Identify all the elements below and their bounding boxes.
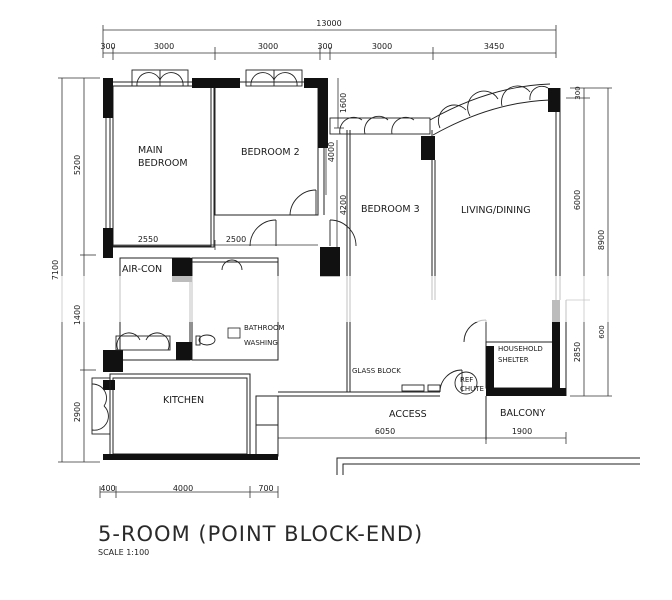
label-glass-block: GLASS BLOCK xyxy=(352,367,401,375)
label-refuse-1: REF xyxy=(460,376,473,384)
label-bedroom-2: BEDROOM 2 xyxy=(241,147,300,158)
dim-right-6000: 6000 xyxy=(573,190,582,210)
stove-icon xyxy=(227,327,241,339)
scan-glare-band xyxy=(0,276,672,322)
dim-left-2900: 2900 xyxy=(73,402,82,422)
label-washing: WASHING xyxy=(244,339,278,347)
dim-left-overall: 7100 xyxy=(51,260,60,280)
dim-inner-2500: 2500 xyxy=(226,235,246,244)
thick-walls xyxy=(103,78,566,460)
dim-inner-2550: 2550 xyxy=(138,235,158,244)
dimension-lines xyxy=(58,25,612,498)
dim-inner-4200: 4200 xyxy=(339,195,348,215)
toilet-icon xyxy=(195,334,216,346)
label-shelter: SHELTER xyxy=(498,356,529,364)
dim-bottom-4000: 4000 xyxy=(173,484,193,493)
dim-top-seg-1: 300 xyxy=(100,42,115,51)
dim-left-5200: 5200 xyxy=(73,155,82,175)
windows xyxy=(91,69,551,435)
dim-top-seg-6: 3450 xyxy=(484,42,504,51)
label-living-dining: LIVING/DINING xyxy=(461,205,531,216)
dim-bottom-1900: 1900 xyxy=(512,427,532,436)
label-aircon: AIR-CON xyxy=(122,264,162,275)
label-main-bedroom-1: MAIN xyxy=(138,145,163,156)
label-bathroom: BATHROOM xyxy=(244,324,285,332)
label-household: HOUSEHOLD xyxy=(498,345,543,353)
dim-right-bracket: 600 xyxy=(598,325,606,338)
plan-title: 5-ROOM (POINT BLOCK-END) xyxy=(98,522,424,546)
label-access: ACCESS xyxy=(389,409,427,420)
label-bedroom-3: BEDROOM 3 xyxy=(361,204,420,215)
label-balcony: BALCONY xyxy=(500,408,546,419)
plan-scale: SCALE 1:100 xyxy=(98,548,150,557)
dim-bottom-6050: 6050 xyxy=(375,427,395,436)
label-main-bedroom-2: BEDROOM xyxy=(138,158,188,169)
dim-top-seg-4: 300 xyxy=(317,42,332,51)
dim-right-300: 300 xyxy=(574,86,582,99)
dim-inner-4000: 4000 xyxy=(327,142,336,162)
dim-top-overall: 13000 xyxy=(316,19,341,28)
dim-bottom-700: 700 xyxy=(258,484,273,493)
dim-left-1400: 1400 xyxy=(73,305,82,325)
label-kitchen: KITCHEN xyxy=(163,395,204,406)
dim-right-2850: 2850 xyxy=(573,342,582,362)
dim-right-8900: 8900 xyxy=(597,230,606,250)
dim-top-seg-3: 3000 xyxy=(258,42,278,51)
label-refuse-2: CHUTE xyxy=(460,385,484,393)
dim-bottom-400: 400 xyxy=(100,484,115,493)
dim-top-seg-5: 3000 xyxy=(372,42,392,51)
dim-top-seg-2: 3000 xyxy=(154,42,174,51)
dim-inner-1600: 1600 xyxy=(339,93,348,113)
doors xyxy=(221,189,487,395)
